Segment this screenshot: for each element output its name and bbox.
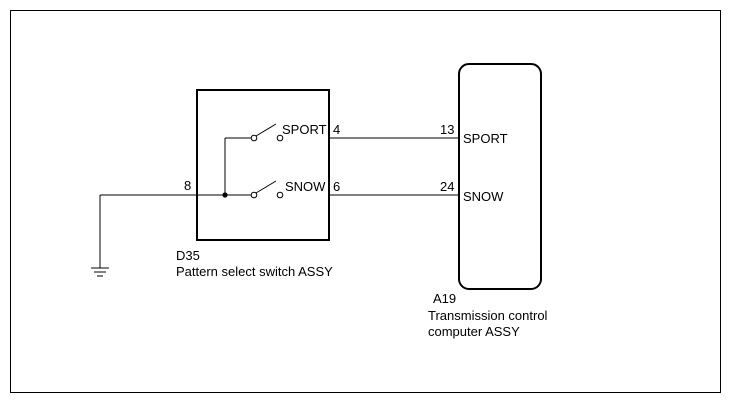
switch-name: Pattern select switch ASSY [176, 264, 333, 279]
snow-switch-contact [250, 180, 284, 199]
ground-symbol-icon [91, 267, 109, 277]
ecu-name-line2: computer ASSY [428, 324, 520, 339]
ecu-snow-pin: 24 [440, 179, 454, 194]
switch-code: D35 [176, 248, 200, 263]
switch-assy-box [196, 89, 330, 241]
switch-sport-label: SPORT [282, 122, 327, 137]
ground-wire [99, 194, 197, 268]
ecu-name-line1: Transmission control [428, 308, 548, 323]
ecu-sport-label: SPORT [463, 131, 508, 146]
sport-switch-contact [250, 123, 284, 142]
switch-common-pin: 8 [184, 178, 191, 193]
switch-sport-pin: 4 [333, 122, 340, 137]
ecu-snow-label: SNOW [463, 189, 504, 204]
junction-dot [222, 192, 228, 198]
switch-snow-label: SNOW [285, 179, 326, 194]
ecu-sport-pin: 13 [440, 122, 454, 137]
ecu-box [458, 63, 542, 290]
ecu-code: A19 [433, 291, 456, 306]
switch-internal-wiring [197, 137, 251, 198]
diagram-frame [10, 10, 721, 393]
switch-snow-pin: 6 [333, 179, 340, 194]
